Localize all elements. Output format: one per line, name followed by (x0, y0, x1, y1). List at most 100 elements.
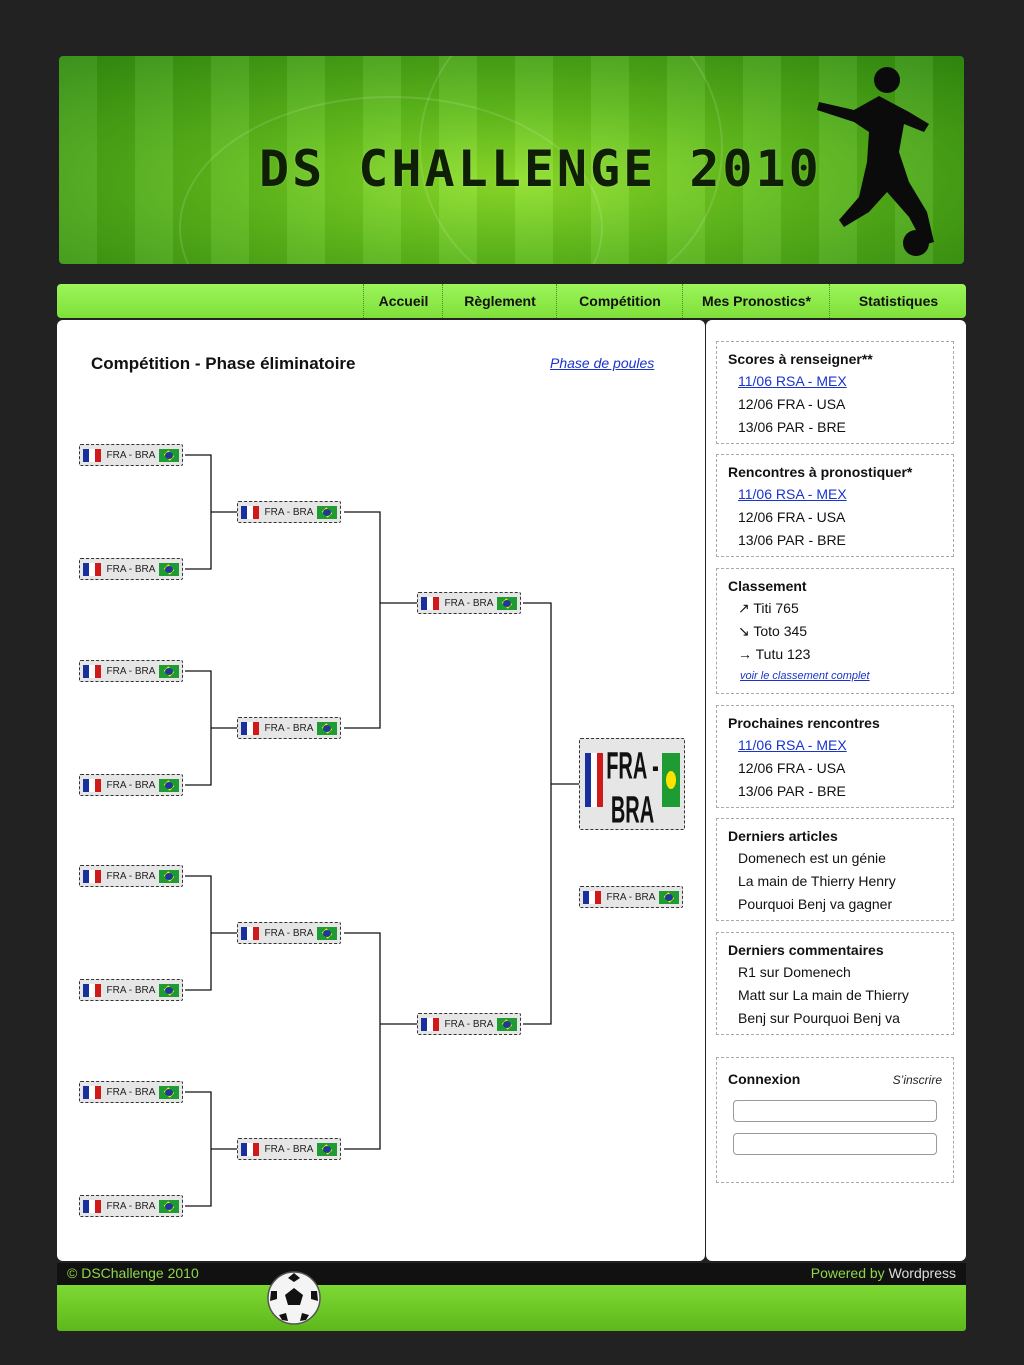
flag-france-icon (83, 665, 101, 678)
flag-france-icon (241, 506, 259, 519)
prochaines-title: Prochaines rencontres (728, 715, 880, 731)
full-ranking-link[interactable]: voir le classement complet (740, 670, 870, 682)
bracket-match-qf-2[interactable]: FRA - BRA (237, 717, 341, 739)
flag-brazil-icon (662, 753, 680, 807)
flag-brazil-icon (317, 506, 337, 519)
comment-item[interactable]: R1 sur Domenech (738, 964, 851, 980)
article-item[interactable]: La main de Thierry Henry (738, 873, 896, 889)
scores-box: Scores à renseigner** 11/06 RSA - MEX 12… (716, 341, 954, 444)
article-item[interactable]: Domenech est un génie (738, 850, 886, 866)
bracket-match-r1-8[interactable]: FRA - BRA (79, 1195, 183, 1217)
flag-brazil-icon (159, 870, 179, 883)
pronostic-item: 12/06 FRA - USA (738, 509, 846, 525)
powered-prefix: Powered by (810, 1265, 885, 1281)
flag-brazil-icon (497, 597, 517, 610)
bracket-match-r1-4[interactable]: FRA - BRA (79, 774, 183, 796)
pronostic-item[interactable]: 11/06 RSA - MEX (738, 486, 847, 502)
nav-accueil[interactable]: Accueil (363, 284, 443, 318)
bracket-match-third-place[interactable]: FRA - BRA (579, 886, 683, 908)
header-banner: DS CHALLENGE 2010 (59, 56, 964, 264)
pronostics-box: Rencontres à pronostiquer* 11/06 RSA - M… (716, 454, 954, 557)
phase-de-poules-link[interactable]: Phase de poules (550, 355, 655, 371)
flag-brazil-icon (659, 891, 679, 904)
copyright-text: © DSChallenge 2010 (67, 1265, 199, 1281)
pronostic-item: 13/06 PAR - BRE (738, 532, 846, 548)
flag-brazil-icon (317, 927, 337, 940)
bracket-match-r1-5[interactable]: FRA - BRA (79, 865, 183, 887)
main-navigation: Accueil Règlement Compétition Mes Pronos… (57, 284, 966, 318)
page-title: Compétition - Phase éliminatoire (91, 354, 356, 373)
classement-item: ↗ Titi 765 (738, 600, 799, 616)
comment-item[interactable]: Benj sur Pourquoi Benj va (738, 1010, 900, 1026)
football-player-icon (817, 67, 934, 256)
flag-brazil-icon (159, 1200, 179, 1213)
flag-france-icon (421, 1018, 439, 1031)
login-input[interactable] (733, 1100, 937, 1122)
flag-brazil-icon (159, 563, 179, 576)
flag-france-icon (83, 984, 101, 997)
prochaine-item[interactable]: 11/06 RSA - MEX (738, 737, 847, 753)
footer: © DSChallenge 2010 Powered by Wordpress (57, 1263, 966, 1331)
flag-france-icon (583, 891, 601, 904)
prochaines-box: Prochaines rencontres 11/06 RSA - MEX 12… (716, 705, 954, 808)
password-input[interactable] (733, 1133, 937, 1155)
wordpress-link[interactable]: Wordpress (888, 1265, 956, 1281)
connexion-box: Connexion S’inscrire (716, 1057, 954, 1183)
flag-france-icon (241, 722, 259, 735)
score-item: 12/06 FRA - USA (738, 396, 846, 412)
flag-brazil-icon (317, 1143, 337, 1156)
flag-france-icon (83, 449, 101, 462)
classement-box: Classement ↗ Titi 765 ↘ Toto 345 → Tutu … (716, 568, 954, 694)
main-panel: Compétition - Phase éliminatoire Phase d… (57, 320, 705, 1261)
commentaires-box: Derniers commentaires R1 sur Domenech Ma… (716, 932, 954, 1035)
flag-france-icon (585, 753, 603, 807)
bracket-match-sf-2[interactable]: FRA - BRA (417, 1013, 521, 1035)
flag-brazil-icon (159, 1086, 179, 1099)
bracket-match-r1-3[interactable]: FRA - BRA (79, 660, 183, 682)
nav-reglement[interactable]: Règlement (442, 284, 557, 318)
register-link[interactable]: S’inscrire (892, 1073, 942, 1087)
bracket-match-r1-2[interactable]: FRA - BRA (79, 558, 183, 580)
flag-france-icon (241, 1143, 259, 1156)
flag-france-icon (83, 1200, 101, 1213)
nav-mes-pronostics[interactable]: Mes Pronostics* (682, 284, 830, 318)
bracket-match-qf-4[interactable]: FRA - BRA (237, 1138, 341, 1160)
classement-item: → Tutu 123 (738, 646, 811, 662)
nav-statistiques[interactable]: Statistiques (829, 284, 967, 318)
scores-title: Scores à renseigner** (728, 351, 873, 367)
flag-brazil-icon (317, 722, 337, 735)
classement-title: Classement (728, 578, 807, 594)
flag-brazil-icon (159, 779, 179, 792)
bracket-match-qf-1[interactable]: FRA - BRA (237, 501, 341, 523)
nav-competition[interactable]: Compétition (556, 284, 683, 318)
comment-item[interactable]: Matt sur La main de Thierry (738, 987, 909, 1003)
flag-france-icon (83, 870, 101, 883)
bracket-match-r1-1[interactable]: FRA - BRA (79, 444, 183, 466)
flag-brazil-icon (159, 984, 179, 997)
flag-france-icon (421, 597, 439, 610)
articles-title: Derniers articles (728, 828, 838, 844)
score-item[interactable]: 11/06 RSA - MEX (738, 373, 847, 389)
connexion-title: Connexion (728, 1071, 801, 1087)
bracket-match-final[interactable]: FRA - BRA (579, 738, 685, 832)
flag-france-icon (83, 1086, 101, 1099)
flag-brazil-icon (159, 449, 179, 462)
sidebar: Scores à renseigner** 11/06 RSA - MEX 12… (706, 320, 966, 1261)
prochaine-item: 13/06 PAR - BRE (738, 783, 846, 799)
bracket-match-sf-1[interactable]: FRA - BRA (417, 592, 521, 614)
article-item[interactable]: Pourquoi Benj va gagner (738, 896, 893, 912)
site-title: DS CHALLENGE 2010 (259, 140, 822, 198)
bracket-match-r1-7[interactable]: FRA - BRA (79, 1081, 183, 1103)
bracket-match-r1-6[interactable]: FRA - BRA (79, 979, 183, 1001)
powered-by: Powered by Wordpress (811, 1265, 956, 1281)
soccer-ball-icon (267, 1271, 321, 1325)
prochaine-item: 12/06 FRA - USA (738, 760, 846, 776)
score-item: 13/06 PAR - BRE (738, 419, 846, 435)
pronostics-title: Rencontres à pronostiquer* (728, 464, 913, 480)
flag-brazil-icon (159, 665, 179, 678)
commentaires-title: Derniers commentaires (728, 942, 884, 958)
articles-box: Derniers articles Domenech est un génie … (716, 818, 954, 921)
bracket-match-qf-3[interactable]: FRA - BRA (237, 922, 341, 944)
flag-france-icon (241, 927, 259, 940)
bracket-connectors (185, 454, 579, 1207)
